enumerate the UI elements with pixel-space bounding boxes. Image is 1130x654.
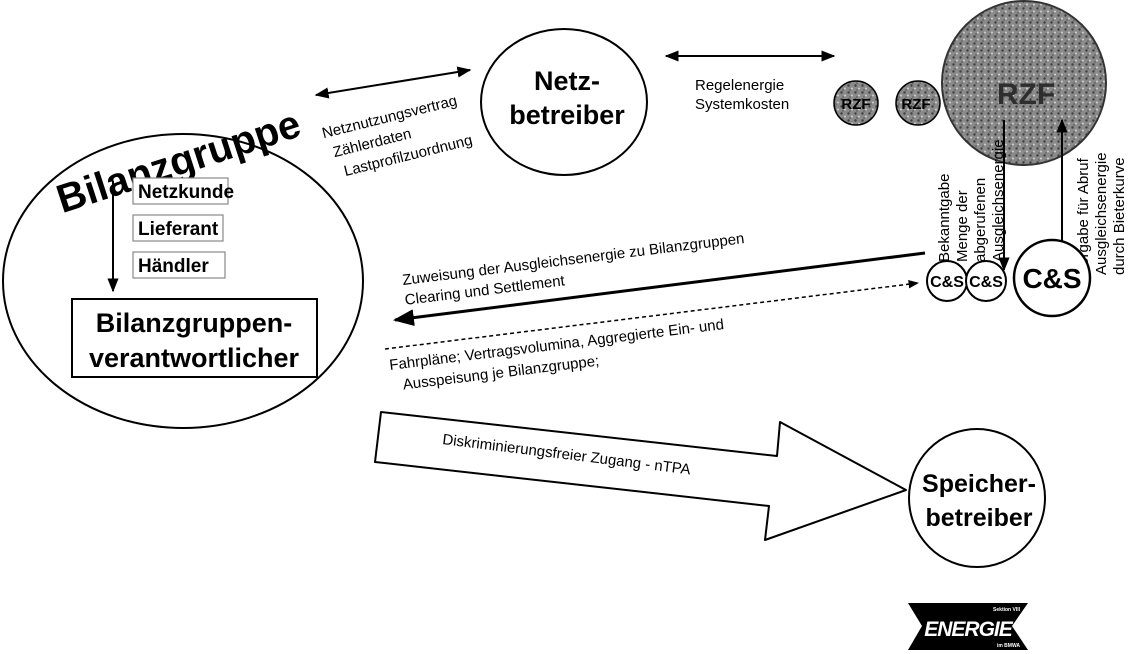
rzf-small-mid-label: RZF: [901, 96, 930, 113]
responsible-line2: verantwortlicher: [89, 343, 300, 373]
logo-banner: [908, 603, 1028, 650]
netzbetreiber-line2: betreiber: [509, 100, 625, 130]
cs-small-left-label: C&S: [930, 274, 964, 291]
announcement-label-2: abgerufenen: [972, 178, 989, 262]
bid-curve-label-2: durch Bieterkurve: [1111, 157, 1128, 275]
rzf-link-label-1: Systemkosten: [695, 96, 789, 113]
netzbetreiber-line1: Netz-: [534, 66, 600, 96]
rzf-small-left: [833, 80, 879, 126]
speicher-line1: Speicher-: [922, 470, 1036, 498]
rzf-group: Regelenergie Systemkosten RZF RZF RZF: [664, 0, 1107, 166]
bilanzgruppe-circle: [2, 133, 364, 429]
role-box-haendler: [132, 251, 226, 279]
bilanzgruppe-group: Bilanzgruppe Netzkunde Lieferant Händler…: [2, 102, 364, 429]
rzf-small-left-label: RZF: [841, 96, 870, 113]
bid-curve-label-0: Vorgabe für Abruf: [1075, 157, 1092, 275]
bid-curve-label-1: Ausgleichsenergie: [1093, 152, 1110, 275]
announcement-label-3: Ausgleichsenergie: [990, 139, 1007, 262]
role-haendler: Händler: [138, 256, 209, 277]
rzf-small-mid: [895, 80, 941, 126]
role-box-netzkunde: [132, 177, 229, 205]
logo-text: ENERGIE: [924, 618, 1014, 641]
announcement-label-0: Bekanntgabe: [936, 174, 953, 262]
rzf-link-label-0: Regelenergie: [695, 77, 784, 94]
netzbetreiber-group: Netz- betreiber Netznutzungsvertrag Zähl…: [314, 28, 648, 180]
energie-logo: Sektion VIII ENERGIE im BMWA: [908, 603, 1028, 650]
speicherbetreiber-circle: [908, 428, 1046, 568]
role-box-lieferant: [132, 214, 224, 242]
speicher-line2: betreiber: [926, 504, 1033, 532]
logo-small-bottom: im BMWA: [997, 643, 1020, 649]
announcement-label-1: Menge der: [954, 190, 971, 262]
role-netzkunde: Netzkunde: [138, 182, 234, 203]
cs-group: Bekanntgabe Menge der abgerufenen Ausgle…: [926, 118, 1128, 318]
cs-main-label: C&S: [1022, 263, 1081, 294]
responsible-box: [71, 298, 318, 378]
schedule-arrow: [384, 279, 920, 350]
storage-access-group: Diskriminierungsfreier Zugang - nTPA Spe…: [374, 411, 1046, 568]
role-lieferant: Lieferant: [138, 219, 219, 240]
netzbetreiber-circle: [480, 28, 648, 176]
responsible-line1: Bilanzgruppen-: [96, 308, 293, 338]
access-block-arrow: [374, 411, 907, 541]
netz-link-arrow: [314, 66, 472, 99]
cs-main-circle: [1012, 238, 1092, 318]
logo-small-top: Sektion VIII: [993, 607, 1021, 613]
rzf-main-label: RZF: [997, 78, 1055, 111]
assignment-label-0: Zuweisung der Ausgleichsenergie zu Bilan…: [401, 230, 745, 289]
cs-small-mid-label: C&S: [969, 274, 1003, 291]
assignment-arrow: [392, 251, 926, 326]
settlement-flows: Zuweisung der Ausgleichsenergie zu Bilan…: [384, 230, 926, 393]
cs-small-mid: [965, 260, 1007, 302]
